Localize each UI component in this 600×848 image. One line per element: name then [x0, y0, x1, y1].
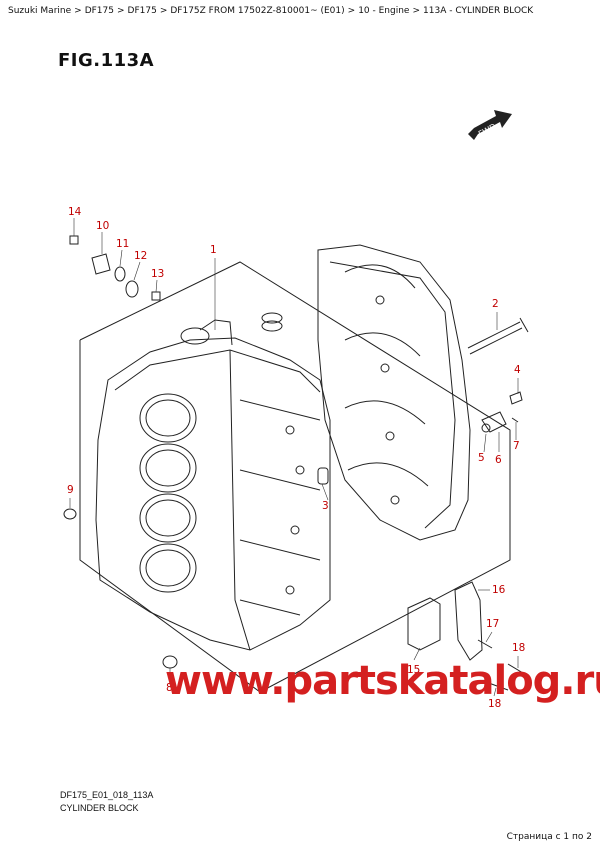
callout-6[interactable]: 6	[495, 454, 502, 466]
callout-8[interactable]: 8	[166, 682, 173, 694]
callout-4[interactable]: 4	[514, 364, 521, 376]
breadcrumb-separator: >	[74, 6, 82, 16]
fwd-arrow-icon: FWD	[468, 110, 512, 140]
breadcrumb-item[interactable]: Suzuki Marine	[8, 6, 72, 16]
diagram-name: CYLINDER BLOCK	[60, 803, 139, 813]
breadcrumb: Suzuki Marine>DF175>DF175>DF175Z FROM 17…	[8, 6, 533, 16]
screw-13	[151, 291, 161, 301]
callout-7[interactable]: 7	[513, 440, 520, 452]
callout-17[interactable]: 17	[486, 618, 500, 630]
sensor-bolt-4	[509, 391, 523, 405]
callout-13[interactable]: 13	[151, 268, 165, 280]
callout-15[interactable]: 15	[407, 664, 421, 676]
bolt-17	[477, 639, 493, 649]
seal-12	[125, 280, 139, 298]
callout-5[interactable]: 5	[478, 452, 485, 464]
watermark-text: www.partskatalog.ru	[165, 658, 600, 704]
main-journal-4	[347, 462, 429, 487]
breadcrumb-separator: >	[412, 6, 421, 16]
callout-3[interactable]: 3	[322, 500, 329, 512]
cap-10	[91, 253, 111, 275]
breadcrumb-separator: >	[347, 6, 356, 16]
cylinder-bores	[139, 393, 197, 593]
frame-outline	[79, 261, 511, 693]
plug-9	[63, 508, 77, 520]
main-journal-1	[344, 264, 416, 289]
breadcrumb-item[interactable]: 10 - Engine	[358, 6, 410, 16]
callout-16[interactable]: 16	[492, 584, 506, 596]
breadcrumb-separator: >	[159, 6, 168, 16]
crankcase-half	[317, 244, 471, 541]
breadcrumb-separator: >	[116, 6, 125, 16]
bolt-18b	[485, 681, 509, 691]
callout-14[interactable]: 14	[68, 206, 82, 218]
breadcrumb-item[interactable]: DF175	[84, 6, 114, 16]
breadcrumb-item-current: 113A - CYLINDER BLOCK	[423, 6, 534, 16]
oring-11	[114, 266, 126, 282]
callout-12[interactable]: 12	[134, 250, 148, 262]
bolt-2	[467, 317, 529, 355]
callout-10[interactable]: 10	[96, 220, 110, 232]
page-indicator: Страница с 1 по 2	[506, 832, 592, 842]
bracket-15	[407, 597, 441, 651]
cylinder-block	[95, 337, 331, 651]
main-journal-2	[344, 332, 421, 357]
callout-11[interactable]: 11	[116, 238, 130, 250]
main-journal-3	[344, 400, 426, 425]
callout-18-lower[interactable]: 18	[488, 698, 502, 710]
bolt-18a	[507, 663, 529, 677]
callout-2[interactable]: 2	[492, 298, 499, 310]
breadcrumb-item[interactable]: DF175Z FROM 17502Z-810001~ (E01)	[170, 6, 345, 16]
bolt-14	[69, 235, 79, 245]
figure-title: FIG.113A	[58, 50, 155, 71]
callout-9[interactable]: 9	[67, 484, 74, 496]
callout-1[interactable]: 1	[210, 244, 217, 256]
bracket-16	[454, 581, 483, 661]
sensor-6	[481, 411, 507, 433]
dowel-3	[317, 467, 329, 485]
pipe-7	[511, 417, 519, 423]
diagram-code: DF175_E01_018_113A	[60, 790, 154, 800]
breadcrumb-item[interactable]: DF175	[127, 6, 157, 16]
callout-18[interactable]: 18	[512, 642, 526, 654]
